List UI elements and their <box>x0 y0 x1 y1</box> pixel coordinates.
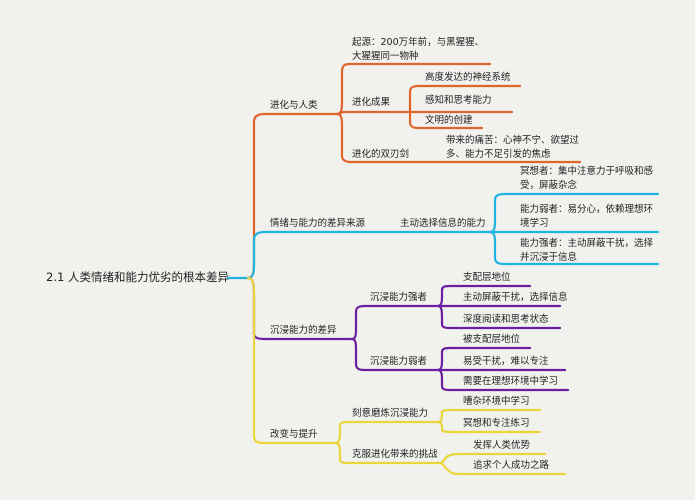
overcome-item-success[interactable]: 追求个人成功之路 <box>473 460 550 471</box>
double-edge-node[interactable]: 进化的双刃剑 <box>352 149 410 160</box>
results-item-nervous-system[interactable]: 高度发达的神经系统 <box>425 72 511 83</box>
strong-item-block-distraction[interactable]: 主动屏蔽干扰，选择信息 <box>463 292 568 303</box>
selection-ability-node[interactable]: 主动选择信息的能力 <box>400 218 486 229</box>
evolution-results-node[interactable]: 进化成果 <box>352 97 391 108</box>
practice-node[interactable]: 刻意磨炼沉浸能力 <box>352 408 429 419</box>
evolution-branch-lines <box>262 62 582 164</box>
weak-item-dominated[interactable]: 被支配层地位 <box>463 334 521 345</box>
strong-item-dominant[interactable]: 支配层地位 <box>463 272 511 283</box>
results-item-civilization[interactable]: 文明的创建 <box>425 115 473 126</box>
weak-item-distracted[interactable]: 易受干扰，难以专注 <box>463 356 549 367</box>
root-topic[interactable]: 2.1 人类情绪和能力优劣的根本差异 <box>46 270 229 284</box>
evolution-origin-node[interactable]: 起源：200万年前，与黑猩猩、大猩猩同一物种 <box>352 37 485 62</box>
double-edge-pain-node[interactable]: 带来的痛苦：心神不宁、欲望过多、能力不足引发的焦虑 <box>446 135 580 160</box>
overcome-node[interactable]: 克服进化带来的挑战 <box>352 449 438 460</box>
improve-node[interactable]: 改变与提升 <box>270 429 318 440</box>
improve-branch-lines <box>262 408 567 476</box>
weak-item-ideal-env[interactable]: 需要在理想环境中学习 <box>463 376 559 387</box>
strong-item-deep-reading[interactable]: 深度阅读和思考状态 <box>463 314 549 325</box>
practice-item-meditation[interactable]: 冥想和专注练习 <box>463 418 530 429</box>
practice-item-noisy[interactable]: 嘈杂环境中学习 <box>463 396 530 407</box>
evolution-node[interactable]: 进化与人类 <box>270 100 318 111</box>
meditator-node[interactable]: 冥想者：集中注意力于呼吸和感受，屏蔽杂念 <box>520 166 654 191</box>
overcome-item-advantage[interactable]: 发挥人类优势 <box>473 440 531 451</box>
immersion-node[interactable]: 沉浸能力的差异 <box>270 325 337 336</box>
weak-ability-node[interactable]: 能力弱者：易分心，依赖理想环境学习 <box>520 204 654 229</box>
results-item-perception[interactable]: 感知和思考能力 <box>425 95 492 106</box>
strong-ability-node[interactable]: 能力强者：主动屏蔽干扰，选择并沉浸于信息 <box>520 238 654 263</box>
immersion-strong-node[interactable]: 沉浸能力强者 <box>370 292 428 303</box>
difference-branch-lines <box>262 192 660 266</box>
difference-node[interactable]: 情绪与能力的差异来源 <box>270 218 366 229</box>
root-connectors <box>226 112 266 445</box>
immersion-branch-lines <box>262 284 570 392</box>
immersion-weak-node[interactable]: 沉浸能力弱者 <box>370 356 428 367</box>
